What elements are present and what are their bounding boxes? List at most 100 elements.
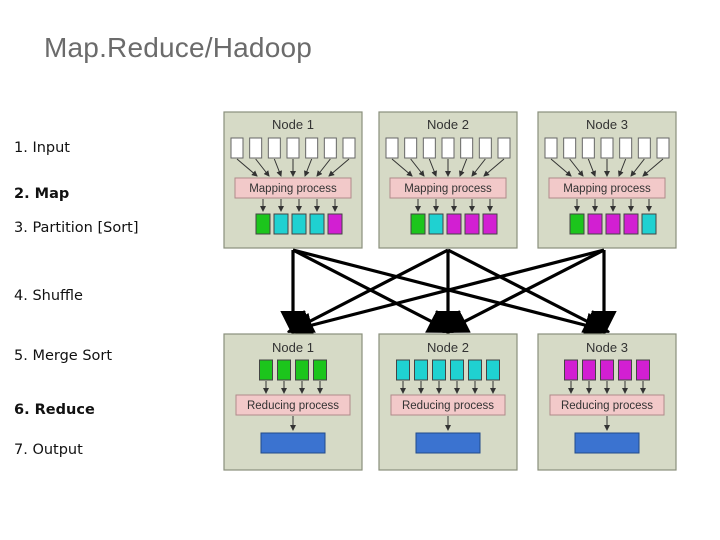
input-arrow — [236, 158, 258, 177]
input-arrow — [642, 158, 664, 177]
reduce-node-2: Node 2 Reducing process — [378, 333, 518, 471]
reducing-process-box — [549, 394, 665, 416]
input-arrow — [550, 158, 572, 177]
input-arrow — [255, 158, 270, 177]
partition-block-magenta — [464, 213, 480, 235]
input-arrow — [391, 158, 413, 177]
merged-block-green — [277, 359, 291, 381]
merged-block-cyan — [468, 359, 482, 381]
reduce-node-name: Node 2 — [427, 340, 469, 355]
input-arrow — [569, 158, 584, 177]
step-map-label: 2. Map — [14, 186, 70, 202]
partition-block-magenta — [605, 213, 621, 235]
map-node-name: Node 1 — [272, 117, 314, 132]
input-arrow — [328, 158, 350, 177]
input-arrow — [587, 158, 596, 177]
input-split-block — [460, 137, 474, 159]
merged-block-magenta — [618, 359, 632, 381]
input-split-block — [637, 137, 651, 159]
reduce-node-name: Node 3 — [586, 340, 628, 355]
reduce-node-name: Node 1 — [272, 340, 314, 355]
merged-block-green — [313, 359, 327, 381]
shuffle-arrow-2-to-1 — [287, 248, 449, 333]
mapping-process-label: Mapping process — [249, 183, 337, 195]
mapping-process-label: Mapping process — [563, 183, 651, 195]
partition-block-magenta — [482, 213, 498, 235]
merged-block-magenta — [636, 359, 650, 381]
reduce-node-1: Node 1 Reducing process — [223, 333, 363, 471]
map-node-name: Node 3 — [586, 117, 628, 132]
input-arrow — [618, 158, 627, 177]
input-split-block — [323, 137, 337, 159]
step-reduce-label: 6. Reduce — [14, 402, 95, 418]
merged-block-cyan — [432, 359, 446, 381]
mapping-process-label: Mapping process — [404, 183, 492, 195]
reducing-process-label: Reducing process — [402, 400, 494, 412]
mapping-process-box — [548, 177, 666, 199]
merged-block-cyan — [450, 359, 464, 381]
input-split-block — [544, 137, 558, 159]
input-arrow — [483, 158, 505, 177]
partition-block-green — [255, 213, 271, 235]
input-split-block — [581, 137, 595, 159]
page-title: Map.Reduce/Hadoop — [44, 32, 313, 63]
reducing-process-box — [390, 394, 506, 416]
input-arrow — [316, 158, 331, 177]
input-arrow — [428, 158, 437, 177]
partition-block-cyan — [309, 213, 325, 235]
map-node-1: Node 1 Mapping process — [223, 111, 363, 249]
partition-block-green — [569, 213, 585, 235]
input-split-block — [497, 137, 511, 159]
partition-block-cyan — [291, 213, 307, 235]
step-input-label: 1. Input — [14, 140, 70, 156]
input-split-block — [600, 137, 614, 159]
step-shuffle-label: 4. Shuffle — [14, 288, 83, 304]
input-split-block — [342, 137, 356, 159]
merged-block-magenta — [600, 359, 614, 381]
merged-block-cyan — [486, 359, 500, 381]
input-split-block — [286, 137, 300, 159]
output-block — [574, 432, 640, 454]
shuffle-arrow-3-to-1 — [286, 248, 605, 338]
input-split-block — [441, 137, 455, 159]
mapping-process-box — [389, 177, 507, 199]
input-arrow — [273, 158, 282, 177]
input-arrow — [410, 158, 425, 177]
partition-block-green — [410, 213, 426, 235]
input-split-block — [305, 137, 319, 159]
merged-block-cyan — [414, 359, 428, 381]
map-node-name: Node 2 — [427, 117, 469, 132]
input-split-block — [478, 137, 492, 159]
input-split-block — [619, 137, 633, 159]
input-arrow — [630, 158, 645, 177]
reducing-process-box — [235, 394, 351, 416]
merged-block-magenta — [582, 359, 596, 381]
reducing-process-label: Reducing process — [247, 400, 339, 412]
input-split-block — [563, 137, 577, 159]
input-arrow — [304, 158, 313, 177]
partition-block-cyan — [428, 213, 444, 235]
input-split-block — [385, 137, 399, 159]
merged-block-green — [259, 359, 273, 381]
map-node-3: Node 3 Mapping process — [537, 111, 677, 249]
output-block — [260, 432, 326, 454]
merged-block-cyan — [396, 359, 410, 381]
mapping-process-box — [234, 177, 352, 199]
reducing-process-label: Reducing process — [561, 400, 653, 412]
map-node-2: Node 2 Mapping process — [378, 111, 518, 249]
partition-block-magenta — [446, 213, 462, 235]
input-split-block — [656, 137, 670, 159]
input-split-block — [230, 137, 244, 159]
reduce-node-3: Node 3 Reducing process — [537, 333, 677, 471]
partition-block-cyan — [641, 213, 657, 235]
partition-block-cyan — [273, 213, 289, 235]
input-arrow — [459, 158, 468, 177]
partition-block-magenta — [623, 213, 639, 235]
partition-block-magenta — [587, 213, 603, 235]
merged-block-magenta — [564, 359, 578, 381]
step-partition-label: 3. Partition [Sort] — [14, 220, 139, 236]
step-merge-sort-label: 5. Merge Sort — [14, 348, 113, 364]
merged-block-green — [295, 359, 309, 381]
step-output-label: 7. Output — [14, 442, 83, 458]
